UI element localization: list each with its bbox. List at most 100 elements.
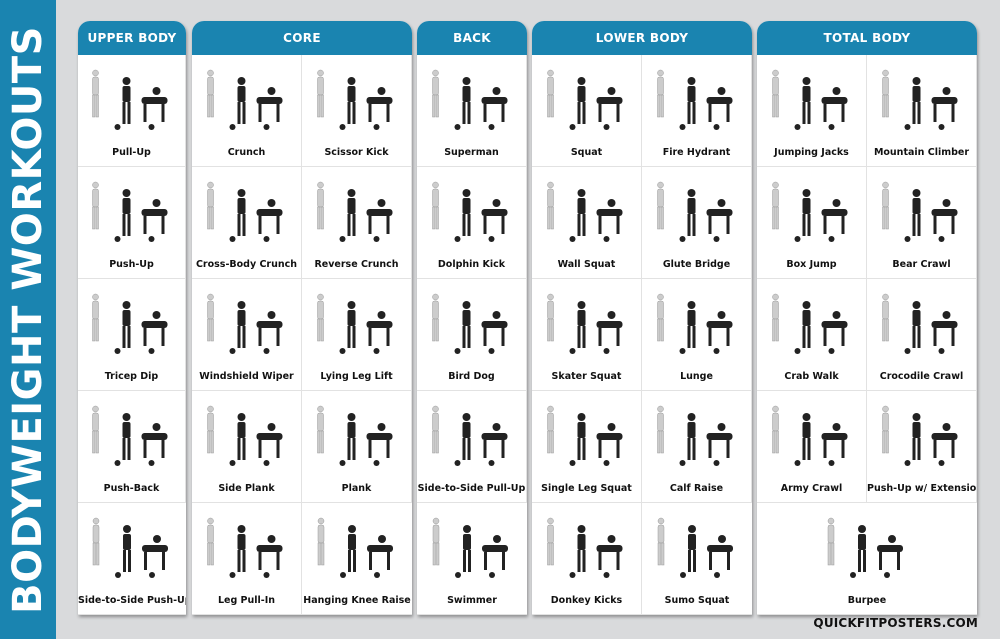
- exercise-card: Fire Hydrant: [642, 55, 752, 167]
- exercise-card: Reverse Crunch: [302, 167, 412, 279]
- exercise-illustration-icon: [432, 405, 508, 466]
- exercise-card: Army Crawl: [757, 391, 867, 503]
- exercise-label: Swimmer: [447, 595, 497, 606]
- exercise-illustration-icon: [882, 181, 958, 242]
- exercise-illustration-icon: [92, 69, 168, 130]
- exercise-illustration-icon: [547, 517, 623, 578]
- exercise-label: Mountain Climber: [873, 147, 970, 158]
- exercise-illustration-icon: [882, 69, 958, 130]
- exercise-card: Lunge: [642, 279, 752, 391]
- exercise-card: Dolphin Kick: [417, 167, 527, 279]
- exercise-label: Squat: [570, 147, 603, 158]
- exercise-illustration-icon: [92, 181, 168, 242]
- exercise-card: Side Plank: [192, 391, 302, 503]
- exercise-label: Scissor Kick: [324, 147, 389, 158]
- exercise-label: Push-Up w/ Extension: [867, 483, 977, 494]
- exercise-card: Swimmer: [417, 503, 527, 615]
- exercise-label: Hanging Knee Raise: [303, 595, 411, 606]
- panel-header: LOWER BODY: [532, 21, 752, 55]
- exercise-card: Plank: [302, 391, 412, 503]
- exercise-card: Side-to-Side Pull-Up: [417, 391, 527, 503]
- exercise-label: Dolphin Kick: [437, 259, 506, 270]
- exercise-illustration-icon: [772, 405, 848, 466]
- exercise-label: Side-to-Side Pull-Up: [417, 483, 526, 494]
- exercise-label: Crab Walk: [784, 371, 839, 382]
- exercise-illustration-icon: [657, 181, 733, 242]
- exercise-illustration-icon: [772, 181, 848, 242]
- exercise-label: Single Leg Squat: [541, 483, 632, 494]
- exercise-label: Army Crawl: [780, 483, 843, 494]
- poster-title: BODYWEIGHT WORKOUTS: [5, 26, 51, 614]
- exercise-label: Jumping Jacks: [774, 147, 849, 158]
- exercise-card: Crocodile Crawl: [867, 279, 977, 391]
- panel-header: BACK: [417, 21, 527, 55]
- footer-brand: QUICKFITPOSTERS.COM: [813, 616, 978, 630]
- exercise-illustration-icon: [657, 517, 733, 578]
- exercise-label: Lunge: [680, 371, 713, 382]
- exercise-illustration-icon: [317, 293, 393, 354]
- exercise-label: Fire Hydrant: [662, 147, 731, 158]
- exercise-illustration-icon: [317, 517, 393, 578]
- exercise-label: Pull-Up: [112, 147, 151, 158]
- exercise-illustration-icon: [432, 69, 508, 130]
- exercise-label: Wall Squat: [557, 259, 616, 270]
- exercise-label: Cross-Body Crunch: [195, 259, 298, 270]
- exercise-illustration-icon: [432, 293, 508, 354]
- exercise-illustration-icon: [772, 69, 848, 130]
- exercise-card: Crab Walk: [757, 279, 867, 391]
- exercise-illustration-icon: [317, 181, 393, 242]
- exercise-label: Push-Back: [103, 483, 160, 494]
- exercise-label: Bear Crawl: [892, 259, 951, 270]
- exercise-card: Push-Up w/ Extension: [867, 391, 977, 503]
- exercise-card: Bird Dog: [417, 279, 527, 391]
- exercise-label: Reverse Crunch: [314, 259, 399, 270]
- exercise-illustration-icon: [657, 293, 733, 354]
- exercise-card: Box Jump: [757, 167, 867, 279]
- exercise-card: Cross-Body Crunch: [192, 167, 302, 279]
- exercise-illustration-icon: [317, 69, 393, 130]
- exercise-card: Glute Bridge: [642, 167, 752, 279]
- exercise-illustration-icon: [92, 405, 168, 466]
- exercise-card: Push-Up: [78, 167, 186, 279]
- exercise-card: Donkey Kicks: [532, 503, 642, 615]
- exercise-illustration-icon: [657, 405, 733, 466]
- exercise-illustration-icon: [882, 293, 958, 354]
- poster-title-banner: BODYWEIGHT WORKOUTS: [0, 0, 56, 639]
- exercise-card: Tricep Dip: [78, 279, 186, 391]
- exercise-label: Skater Squat: [551, 371, 622, 382]
- exercise-label: Tricep Dip: [104, 371, 159, 382]
- exercise-card: Sumo Squat: [642, 503, 752, 615]
- exercise-card: Bear Crawl: [867, 167, 977, 279]
- exercise-illustration-icon: [317, 405, 393, 466]
- exercise-illustration-icon: [547, 181, 623, 242]
- exercise-illustration-icon: [207, 517, 283, 578]
- exercise-illustration-icon: [207, 181, 283, 242]
- exercise-card: Crunch: [192, 55, 302, 167]
- exercise-label: Box Jump: [786, 259, 837, 270]
- exercise-illustration-icon: [657, 69, 733, 130]
- exercise-illustration-icon: [92, 293, 168, 354]
- exercise-illustration-icon: [547, 293, 623, 354]
- exercise-illustration-icon: [207, 69, 283, 130]
- exercise-illustration-icon: [432, 517, 508, 578]
- exercise-label: Side-to-Side Push-Up: [78, 595, 186, 606]
- exercise-card: Side-to-Side Push-Up: [78, 503, 186, 615]
- exercise-label: Donkey Kicks: [550, 595, 623, 606]
- exercise-label: Windshield Wiper: [199, 371, 294, 382]
- panel-header: UPPER BODY: [78, 21, 186, 55]
- exercise-label: Glute Bridge: [662, 259, 731, 270]
- exercise-card: Scissor Kick: [302, 55, 412, 167]
- exercise-card: Hanging Knee Raise: [302, 503, 412, 615]
- exercise-card: Wall Squat: [532, 167, 642, 279]
- exercise-card: Mountain Climber: [867, 55, 977, 167]
- exercise-illustration-icon: [547, 405, 623, 466]
- panel-header: CORE: [192, 21, 412, 55]
- exercise-illustration-icon: [772, 293, 848, 354]
- exercise-label: Crunch: [227, 147, 266, 158]
- exercise-card: Skater Squat: [532, 279, 642, 391]
- exercise-card: Superman: [417, 55, 527, 167]
- exercise-label: Side Plank: [218, 483, 275, 494]
